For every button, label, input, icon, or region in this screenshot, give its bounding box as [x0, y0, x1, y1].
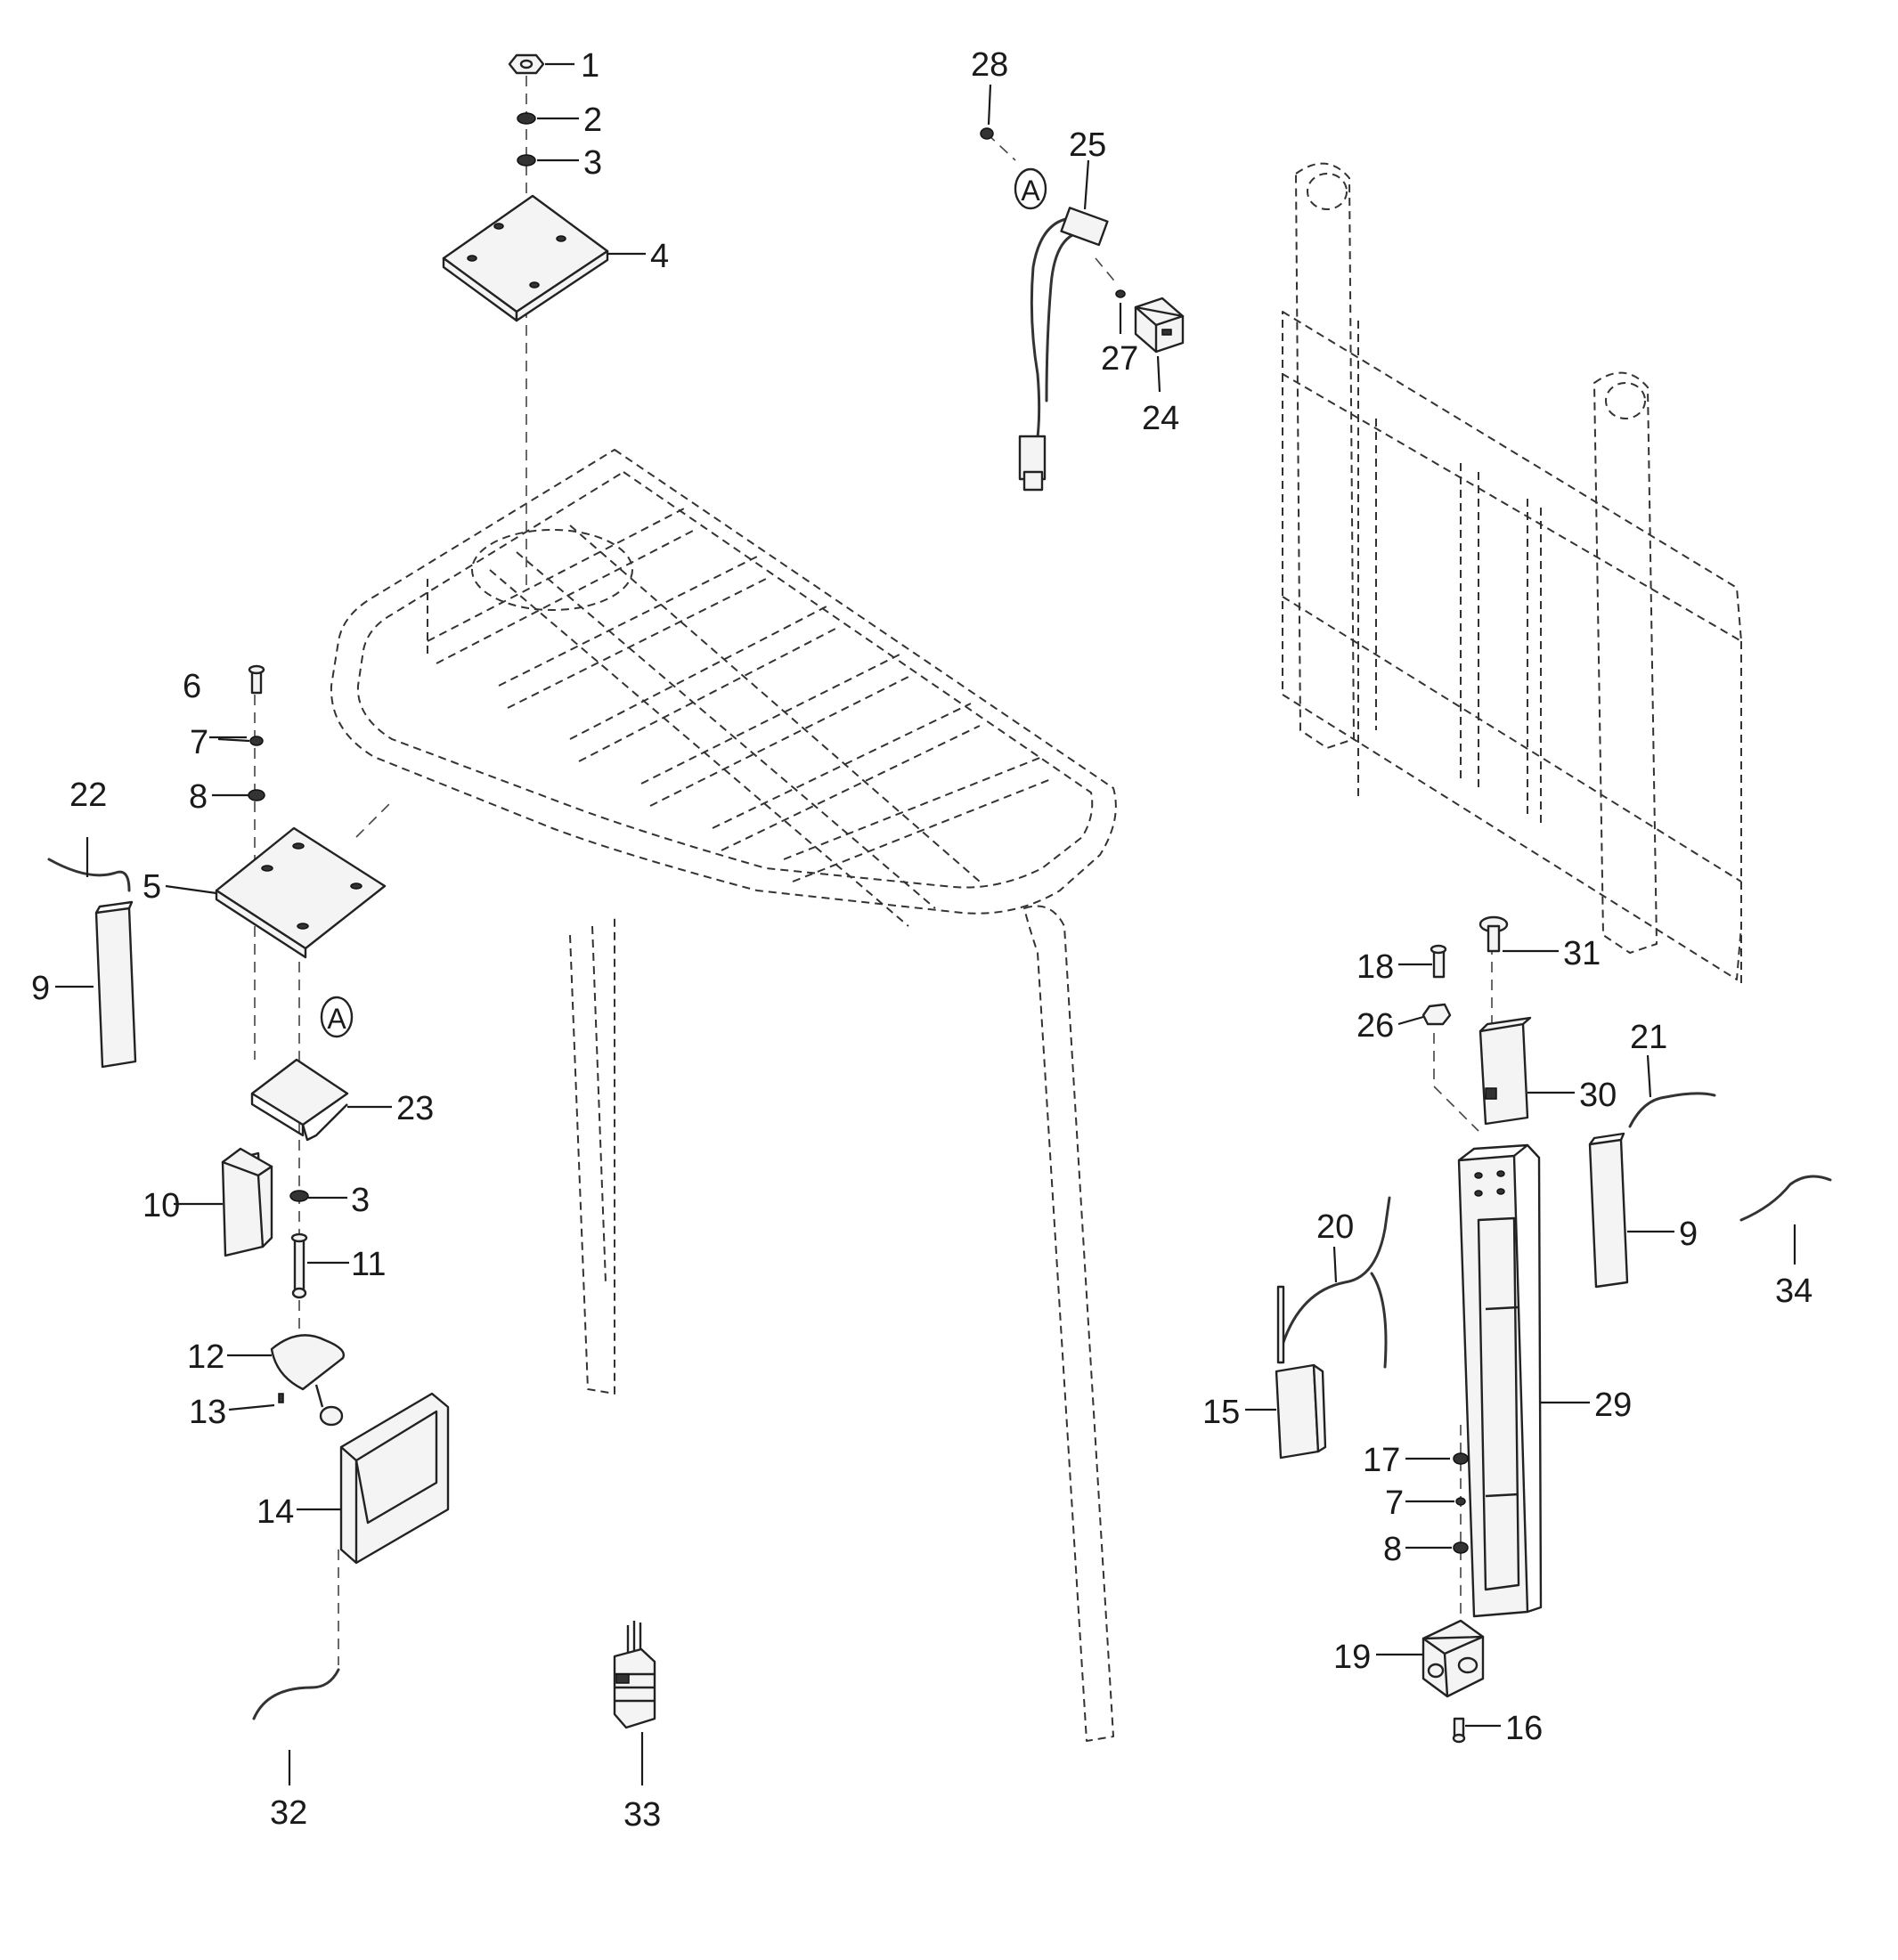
- part-20-cable: [1281, 1196, 1391, 1346]
- part-28-nut: [980, 127, 994, 140]
- part-16-screw: [1452, 1717, 1466, 1744]
- part-15-sensor: [1275, 1285, 1327, 1460]
- callout-32: 32: [270, 1794, 307, 1832]
- part-3-washer: [517, 154, 536, 167]
- part-3-washer-lower: [289, 1190, 309, 1202]
- part-4-mounting-plate: [442, 194, 609, 322]
- part-10-bracket-box: [221, 1147, 273, 1257]
- callout-9-left: 9: [31, 970, 50, 1007]
- callout-9-right: 9: [1679, 1216, 1698, 1253]
- callout-20: 20: [1316, 1208, 1354, 1246]
- mast-frame: [1282, 162, 1742, 988]
- callout-19: 19: [1333, 1639, 1371, 1676]
- callout-31: 31: [1563, 935, 1601, 972]
- part-30-bracket: [1478, 1016, 1532, 1126]
- callout-labels: 1 2 3 4 6 7 8 22 5 9 23 10 3 11 12 13 14…: [31, 46, 1812, 1834]
- part-22-sensor-cable: [47, 858, 131, 892]
- callout-25: 25: [1069, 126, 1106, 164]
- overhead-guard-frame: [330, 449, 1117, 1742]
- callout-7-right: 7: [1385, 1484, 1404, 1522]
- part-17-washer: [1453, 1452, 1469, 1465]
- callout-33: 33: [623, 1796, 661, 1834]
- part-33-relay-connector: [613, 1621, 656, 1729]
- part-26-nut: [1421, 1003, 1452, 1026]
- callout-27: 27: [1101, 340, 1138, 378]
- callout-15: 15: [1202, 1394, 1240, 1431]
- callout-2: 2: [583, 102, 602, 139]
- part-12-mounting-plate: [270, 1334, 345, 1427]
- part-21-sensor-cable: [1628, 1092, 1716, 1128]
- callout-leaders: [55, 62, 1796, 1785]
- svg-text:A: A: [327, 1003, 346, 1035]
- part-23-bracket: [250, 1058, 349, 1142]
- callout-23: 23: [396, 1090, 434, 1127]
- part-7-washer-right: [1455, 1497, 1466, 1506]
- callout-5: 5: [143, 868, 161, 906]
- callout-4: 4: [650, 238, 669, 275]
- callout-6: 6: [183, 668, 201, 705]
- callout-1: 1: [581, 47, 599, 85]
- part-31-knob: [1478, 915, 1509, 953]
- callout-16: 16: [1505, 1710, 1543, 1747]
- callout-34: 34: [1775, 1273, 1812, 1310]
- callout-12: 12: [187, 1338, 224, 1376]
- callout-14: 14: [257, 1493, 294, 1531]
- callout-13: 13: [189, 1394, 226, 1431]
- part-29-rail: [1457, 1143, 1543, 1618]
- callout-22: 22: [69, 777, 107, 814]
- callout-28: 28: [971, 46, 1008, 84]
- part-27-screw: [1115, 289, 1126, 298]
- callout-8-right: 8: [1383, 1531, 1402, 1568]
- part-18-screw: [1430, 944, 1447, 979]
- part-8-washer-left: [248, 789, 265, 801]
- callout-26: 26: [1356, 1007, 1394, 1045]
- part-11-bolt: [290, 1232, 308, 1299]
- part-20-cable-branch: [1370, 1272, 1388, 1369]
- callout-11: 11: [351, 1246, 386, 1283]
- part-34-cable: [1739, 1175, 1832, 1222]
- callout-30: 30: [1579, 1077, 1617, 1114]
- part-1-nut: [508, 53, 545, 75]
- part-8-washer-right: [1453, 1541, 1469, 1554]
- part-25-wire-harness: [1018, 207, 1109, 492]
- callout-8: 8: [189, 778, 208, 816]
- part-13-screw: [278, 1393, 284, 1403]
- part-2-washer: [517, 112, 536, 125]
- part-5-mounting-plate: [215, 826, 387, 959]
- callout-7: 7: [190, 724, 208, 761]
- callout-10: 10: [143, 1187, 180, 1224]
- callout-17: 17: [1363, 1442, 1400, 1479]
- callout-18: 18: [1356, 948, 1394, 986]
- svg-text:A: A: [1021, 175, 1040, 207]
- reference-a-upper: A: [1014, 167, 1047, 210]
- part-9-sensor-right: [1588, 1132, 1629, 1289]
- callout-3-lower: 3: [351, 1182, 370, 1219]
- callout-3: 3: [583, 144, 602, 182]
- callout-29: 29: [1594, 1387, 1632, 1424]
- part-9-sensor-left: [94, 900, 137, 1069]
- callout-21: 21: [1630, 1019, 1667, 1056]
- part-32-cable: [252, 1668, 340, 1720]
- part-6-screw: [248, 664, 265, 695]
- part-19-block: [1421, 1619, 1485, 1698]
- reference-a-left: A: [320, 996, 354, 1038]
- part-24-connector: [1134, 297, 1185, 354]
- part-7-washer-left: [249, 736, 264, 746]
- part-14-lamp-housing: [339, 1392, 450, 1565]
- callout-24: 24: [1142, 400, 1179, 437]
